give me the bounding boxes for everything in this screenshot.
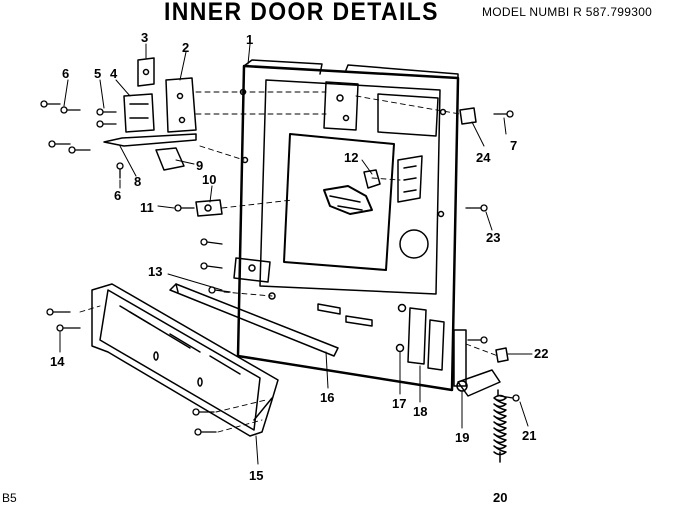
callout-9: 9 xyxy=(196,158,203,173)
callout-24: 24 xyxy=(476,150,491,165)
hinge-and-spring xyxy=(453,107,509,463)
callout-18: 18 xyxy=(413,404,427,419)
toe-panel xyxy=(91,283,279,437)
callout-16: 16 xyxy=(320,390,334,405)
callout-8: 8 xyxy=(134,174,141,189)
leader-lines xyxy=(59,43,533,465)
callout-17: 17 xyxy=(392,396,406,411)
callout-6-top: 6 xyxy=(62,66,69,81)
alignment-lines xyxy=(79,91,499,433)
callout-7: 7 xyxy=(510,138,517,153)
model-number: MODEL NUMBI R 587.799300 xyxy=(482,5,653,19)
callout-11: 11 xyxy=(140,200,154,215)
callout-12: 12 xyxy=(344,150,358,165)
latch-assembly xyxy=(103,57,223,217)
callout-3: 3 xyxy=(141,30,148,45)
callout-10: 10 xyxy=(202,172,216,187)
callout-21: 21 xyxy=(522,428,536,443)
callout-5: 5 xyxy=(94,66,101,81)
inner-door-panel xyxy=(233,59,460,392)
callout-19: 19 xyxy=(455,430,469,445)
screws xyxy=(40,100,520,436)
callout-2: 2 xyxy=(182,40,189,55)
callout-20: 20 xyxy=(493,490,507,505)
callout-4: 4 xyxy=(110,66,118,81)
callout-22: 22 xyxy=(534,346,548,361)
diagram-title: INNER DOOR DETAILS xyxy=(164,0,439,26)
callout-labels: 1 2 3 4 5 6 6 7 8 9 10 11 12 13 14 15 16… xyxy=(50,30,548,505)
callout-1: 1 xyxy=(246,32,253,47)
callout-14: 14 xyxy=(50,354,65,369)
page-reference: B5 xyxy=(2,491,17,505)
callout-6-bottom: 6 xyxy=(114,188,121,203)
rail xyxy=(169,283,339,357)
callout-23: 23 xyxy=(486,230,500,245)
callout-15: 15 xyxy=(249,468,263,483)
callout-13: 13 xyxy=(148,264,162,279)
